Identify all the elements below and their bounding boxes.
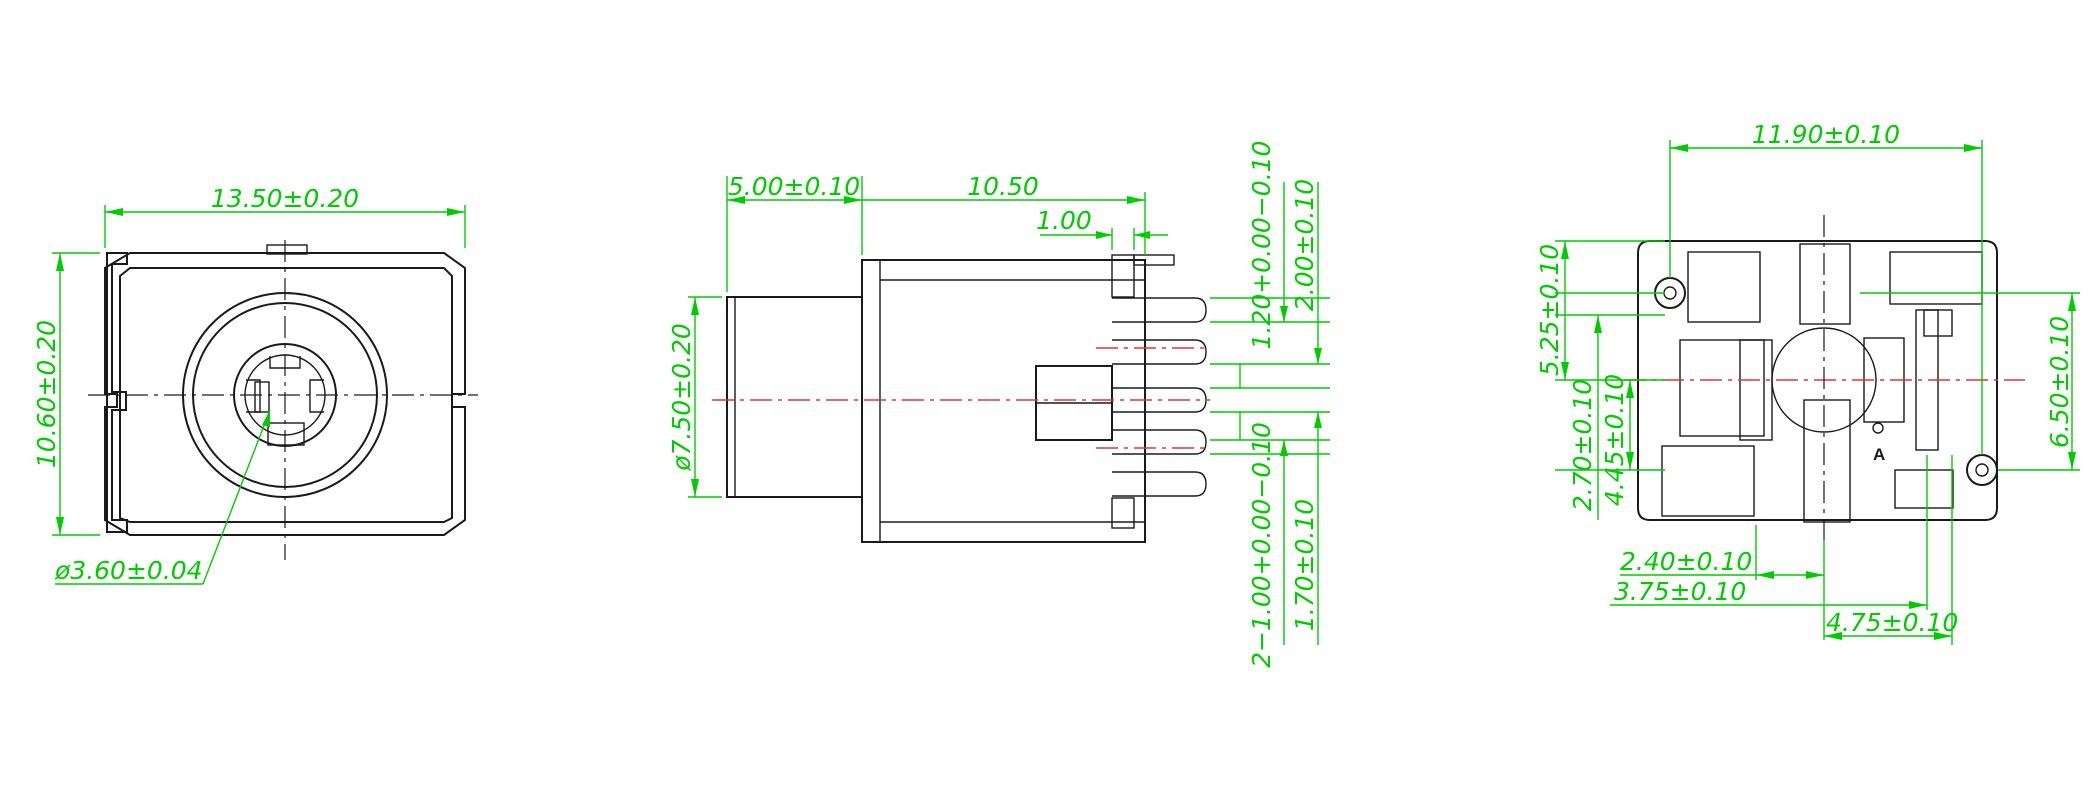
bottom-dim-left-mid-label: 4.45±0.10 — [1600, 374, 1629, 506]
bottom-right-pin-tab — [1923, 309, 1953, 337]
bottom-hole-right — [1966, 454, 1998, 486]
side-pin-1 — [1112, 297, 1207, 323]
front-housing-outer — [104, 252, 466, 536]
side-connector-block — [1035, 365, 1113, 441]
front-dim-width: 13.50±0.20 — [104, 184, 466, 248]
side-top-lug — [1111, 254, 1135, 298]
front-pin-mark — [254, 381, 270, 413]
side-pin-4 — [1112, 429, 1207, 455]
bottom-pad-2 — [1889, 251, 1983, 305]
bottom-marker: A — [1873, 445, 1885, 464]
side-barrel — [726, 296, 863, 498]
bottom-dim-b3-label: 4.75±0.10 — [1826, 608, 1958, 637]
bottom-dim-left-lower-label: 2.70±0.10 — [1568, 379, 1597, 511]
front-contact-bottom — [267, 422, 305, 446]
side-dim-body: 5.00±0.10 — [726, 172, 863, 292]
bottom-upper-contact — [1799, 243, 1851, 325]
bottom-pad-1 — [1687, 251, 1761, 323]
bottom-dim-b1-label: 2.40±0.10 — [1620, 547, 1752, 576]
bottom-hole-right-inner — [1975, 463, 1989, 477]
front-dim-height-label: 10.60±0.20 — [32, 320, 61, 468]
side-dim-length-label: 10.50 — [967, 172, 1039, 201]
bottom-pad-3 — [1679, 339, 1765, 437]
side-bottom-lug — [1111, 497, 1135, 529]
front-contact-right — [309, 379, 324, 413]
bottom-dim-b2-label: 3.75±0.10 — [1614, 577, 1746, 606]
side-dim-pin-label: 1.00 — [1036, 206, 1092, 235]
front-view: 13.50±0.20 10.60±0.20 ø3.60±0.04 — [32, 184, 478, 585]
side-dim-tol-bottom-label: 2−1.00+0.00−0.10 — [1247, 422, 1276, 668]
front-dim-height: 10.60±0.20 — [32, 252, 100, 536]
front-dim-hole-label: ø3.60±0.04 — [54, 556, 203, 585]
side-dim-diameter: ø7.50±0.20 — [667, 296, 722, 498]
front-dim-width-label: 13.50±0.20 — [211, 184, 359, 213]
bottom-dim-right: 6.50±0.10 — [1860, 292, 2080, 471]
side-dim-total-bottom-label: 1.70±0.10 — [1290, 499, 1319, 631]
side-dim-length: 10.50 — [862, 172, 1146, 255]
bottom-pad-4 — [1661, 445, 1755, 517]
bottom-dim-right-label: 6.50±0.10 — [2045, 316, 2074, 448]
front-dim-hole: ø3.60±0.04 — [54, 409, 271, 585]
front-housing-inner — [119, 267, 453, 523]
front-contact-left — [246, 379, 261, 413]
bottom-dim-bottom: 2.40±0.10 3.75±0.10 4.75±0.10 — [1610, 455, 1958, 645]
bottom-dim-width: 11.90±0.10 — [1669, 120, 1983, 455]
side-pin-2 — [1112, 339, 1207, 365]
side-tail-top — [1133, 254, 1175, 266]
side-view: 5.00±0.10 10.50 1.00 — [667, 141, 1330, 668]
side-dim-body-label: 5.00±0.10 — [728, 172, 860, 201]
bottom-housing-outline — [1637, 240, 1998, 521]
bottom-pad-5 — [1894, 469, 1954, 509]
bottom-left-contact — [1739, 339, 1773, 441]
side-dim-right: 1.20+0.00−0.10 2.00±0.10 2−1.00+0.00−0.1… — [1210, 141, 1330, 668]
side-body — [861, 259, 1146, 543]
bottom-small-dot — [1872, 422, 1884, 434]
side-dim-tol-top-label: 1.20+0.00−0.10 — [1247, 141, 1276, 350]
front-housing-outline — [106, 252, 128, 533]
side-dim-diameter-label: ø7.50±0.20 — [667, 323, 696, 472]
bottom-lower-contact — [1803, 399, 1851, 523]
bottom-view: A 11.90±0.10 5.25±0.1 — [1535, 120, 2080, 645]
bottom-dim-left-upper-label: 5.25±0.10 — [1535, 244, 1564, 376]
side-dim-pin: 1.00 — [1036, 206, 1168, 250]
side-pin-5 — [1112, 471, 1207, 497]
side-dim-total-top-label: 2.00±0.10 — [1290, 179, 1319, 311]
bottom-hole-left-inner — [1663, 286, 1677, 300]
front-top-tab — [266, 244, 308, 255]
bottom-dim-left: 5.25±0.10 2.70±0.10 4.45±0.10 — [1535, 240, 1665, 520]
bottom-dim-width-label: 11.90±0.10 — [1752, 120, 1900, 149]
